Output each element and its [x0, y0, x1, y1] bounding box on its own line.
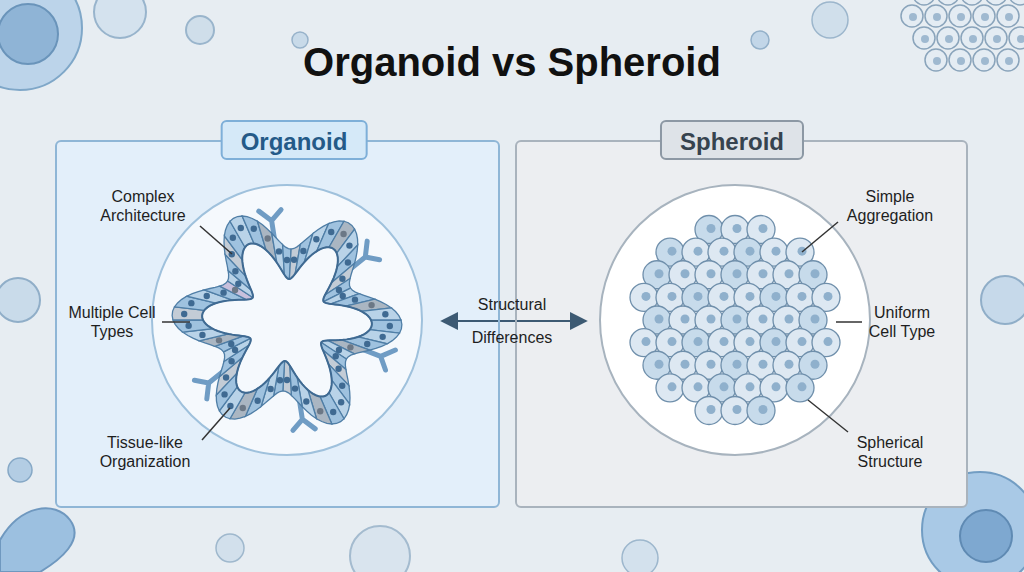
leader-line — [802, 222, 838, 252]
callout-label: Simple Aggregation — [838, 187, 942, 225]
callout-label: Spherical Structure — [846, 433, 934, 471]
leader-line — [200, 226, 232, 254]
comparison-label: Structural Differences — [460, 288, 564, 354]
panel-fills — [56, 141, 967, 507]
spheroid-illustration — [630, 216, 840, 425]
leader-lines — [162, 222, 862, 440]
leader-line — [808, 400, 848, 432]
callout-label: Multiple Cell Types — [64, 303, 160, 341]
leader-line — [836, 321, 862, 323]
panel-heading: Spheroid — [680, 128, 784, 155]
panel-tab: Spheroid — [660, 120, 804, 160]
comparison-arrow — [442, 320, 586, 322]
callout-label: Complex Architecture — [87, 187, 199, 225]
panel-heading: Organoid — [241, 128, 348, 155]
spheroid-frame — [600, 185, 870, 455]
panel-tab: Organoid — [221, 120, 368, 160]
leader-line — [162, 321, 190, 323]
corner-cell-cluster — [901, 0, 1024, 71]
diagram-title: Organoid vs Spheroid — [0, 40, 1024, 85]
callout-label: Tissue-like Organization — [91, 433, 199, 471]
leader-line — [202, 408, 230, 440]
organoid-illustration — [172, 210, 402, 431]
callout-label: Uniform Cell Type — [862, 303, 942, 341]
organoid-frame — [152, 185, 422, 455]
